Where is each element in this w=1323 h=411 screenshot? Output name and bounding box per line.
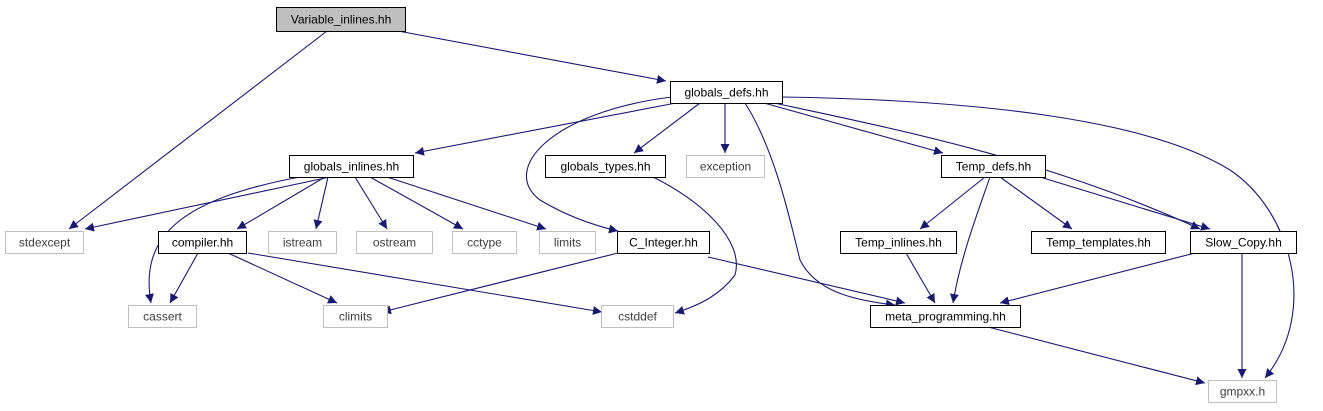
- edge-variable-inlines-to-stdexcept: [68, 30, 328, 230]
- node-label-limits: limits: [554, 236, 581, 250]
- node-box-exception: [686, 155, 765, 178]
- node-box-globals-defs: [670, 81, 783, 104]
- node-compiler[interactable]: compiler.hh: [158, 231, 247, 254]
- node-box-climits: [323, 305, 388, 328]
- node-box-c-integer: [617, 231, 710, 254]
- edge-globals-defs-to-slow-copy: [773, 102, 1201, 230]
- edge-temp-inlines-to-meta-programming: [905, 252, 936, 304]
- node-label-cstddef: cstddef: [618, 310, 657, 324]
- edge-globals-inlines-to-compiler: [236, 176, 326, 230]
- node-climits: climits: [323, 305, 388, 328]
- node-label-istream: istream: [283, 236, 322, 250]
- edge-compiler-to-cstddef: [247, 252, 603, 315]
- edge-globals-inlines-to-cctype: [369, 176, 464, 230]
- node-globals-defs[interactable]: globals_defs.hh: [670, 81, 783, 104]
- node-cassert: cassert: [128, 305, 197, 328]
- node-label-variable-inlines: Variable_inlines.hh: [291, 13, 392, 27]
- node-label-ostream: ostream: [373, 236, 416, 250]
- edge-globals-defs-to-c-integer: [526, 96, 673, 234]
- node-label-stdexcept: stdexcept: [19, 236, 71, 250]
- node-box-gmpxx: [1208, 380, 1277, 403]
- node-gmpxx: gmpxx.h: [1208, 380, 1277, 403]
- edge-temp-defs-to-temp-templates: [999, 176, 1073, 230]
- node-label-slow-copy: Slow_Copy.hh: [1205, 236, 1282, 250]
- edge-globals-inlines-to-limits: [386, 176, 547, 231]
- node-box-meta-programming: [870, 305, 1021, 328]
- node-label-globals-defs: globals_defs.hh: [684, 86, 768, 100]
- node-c-integer[interactable]: C_Integer.hh: [617, 231, 710, 254]
- nodes-layer: Variable_inlines.hh globals_defs.hhstdexc…: [5, 7, 1297, 403]
- node-label-globals-inlines: globals_inlines.hh: [304, 160, 399, 174]
- node-label-gmpxx: gmpxx.h: [1220, 385, 1265, 399]
- node-box-stdexcept: [5, 231, 84, 254]
- node-label-compiler: compiler.hh: [172, 236, 233, 250]
- node-meta-programming[interactable]: meta_programming.hh: [870, 305, 1021, 328]
- node-istream: istream: [268, 231, 337, 254]
- edge-variable-inlines-to-globals-defs: [397, 30, 667, 84]
- node-variable-inlines[interactable]: Variable_inlines.hh: [276, 7, 406, 32]
- edges-layer: [68, 30, 1295, 386]
- edge-globals-types-to-cstddef: [652, 176, 737, 315]
- edge-temp-defs-to-meta-programming: [950, 176, 991, 304]
- node-label-cassert: cassert: [143, 310, 182, 324]
- edge-globals-defs-to-globals-types: [633, 102, 701, 154]
- edge-globals-defs-to-gmpxx: [781, 96, 1295, 379]
- edge-globals-defs-to-globals-inlines: [414, 102, 677, 156]
- node-label-cctype: cctype: [467, 236, 502, 250]
- node-exception: exception: [686, 155, 765, 178]
- node-label-c-integer: C_Integer.hh: [629, 236, 698, 250]
- node-ostream: ostream: [356, 231, 433, 254]
- node-box-slow-copy: [1190, 231, 1297, 254]
- node-box-globals-types: [545, 155, 666, 178]
- node-limits: limits: [539, 231, 596, 254]
- edge-globals-defs-to-temp-defs: [763, 102, 944, 155]
- edge-c-integer-to-meta-programming: [707, 256, 906, 306]
- edge-compiler-to-climits: [227, 252, 338, 304]
- node-stdexcept: stdexcept: [5, 231, 84, 254]
- node-globals-types[interactable]: globals_types.hh: [545, 155, 666, 178]
- edge-slow-copy-to-meta-programming: [999, 252, 1196, 306]
- node-label-temp-inlines: Temp_inlines.hh: [855, 236, 942, 250]
- node-temp-defs[interactable]: Temp_defs.hh: [941, 155, 1046, 178]
- node-box-temp-templates: [1031, 231, 1166, 254]
- node-label-temp-defs: Temp_defs.hh: [956, 160, 1031, 174]
- node-box-cctype: [452, 231, 517, 254]
- node-box-temp-defs: [941, 155, 1046, 178]
- edge-globals-defs-to-meta-programming: [744, 102, 896, 309]
- node-box-istream: [268, 231, 337, 254]
- node-box-compiler: [158, 231, 247, 254]
- node-globals-inlines[interactable]: globals_inlines.hh: [289, 155, 414, 178]
- node-box-cassert: [128, 305, 197, 328]
- edge-c-integer-to-climits: [381, 252, 619, 315]
- node-label-temp-templates: Temp_templates.hh: [1046, 236, 1151, 250]
- edge-compiler-to-cassert: [169, 252, 199, 304]
- edge-globals-inlines-to-cassert: [145, 176, 301, 304]
- node-box-variable-inlines: [276, 7, 406, 32]
- node-box-globals-inlines: [289, 155, 414, 178]
- node-temp-inlines[interactable]: Temp_inlines.hh: [840, 231, 957, 254]
- edge-meta-programming-to-gmpxx: [987, 326, 1206, 386]
- node-cctype: cctype: [452, 231, 517, 254]
- edge-temp-defs-to-temp-inlines: [919, 176, 986, 230]
- node-label-meta-programming: meta_programming.hh: [885, 310, 1006, 324]
- node-temp-templates[interactable]: Temp_templates.hh: [1031, 231, 1166, 254]
- edge-globals-inlines-to-istream: [313, 176, 329, 230]
- node-box-cstddef: [601, 305, 674, 328]
- edge-globals-inlines-to-ostream: [354, 176, 388, 230]
- edge-temp-defs-to-slow-copy: [1039, 176, 1211, 231]
- node-label-globals-types: globals_types.hh: [560, 160, 650, 174]
- node-cstddef: cstddef: [601, 305, 674, 328]
- node-box-ostream: [356, 231, 433, 254]
- node-label-exception: exception: [700, 160, 751, 174]
- edge-globals-inlines-to-stdexcept: [84, 176, 331, 232]
- node-box-limits: [539, 231, 596, 254]
- node-label-climits: climits: [339, 310, 372, 324]
- node-slow-copy[interactable]: Slow_Copy.hh: [1190, 231, 1297, 254]
- node-box-temp-inlines: [840, 231, 957, 254]
